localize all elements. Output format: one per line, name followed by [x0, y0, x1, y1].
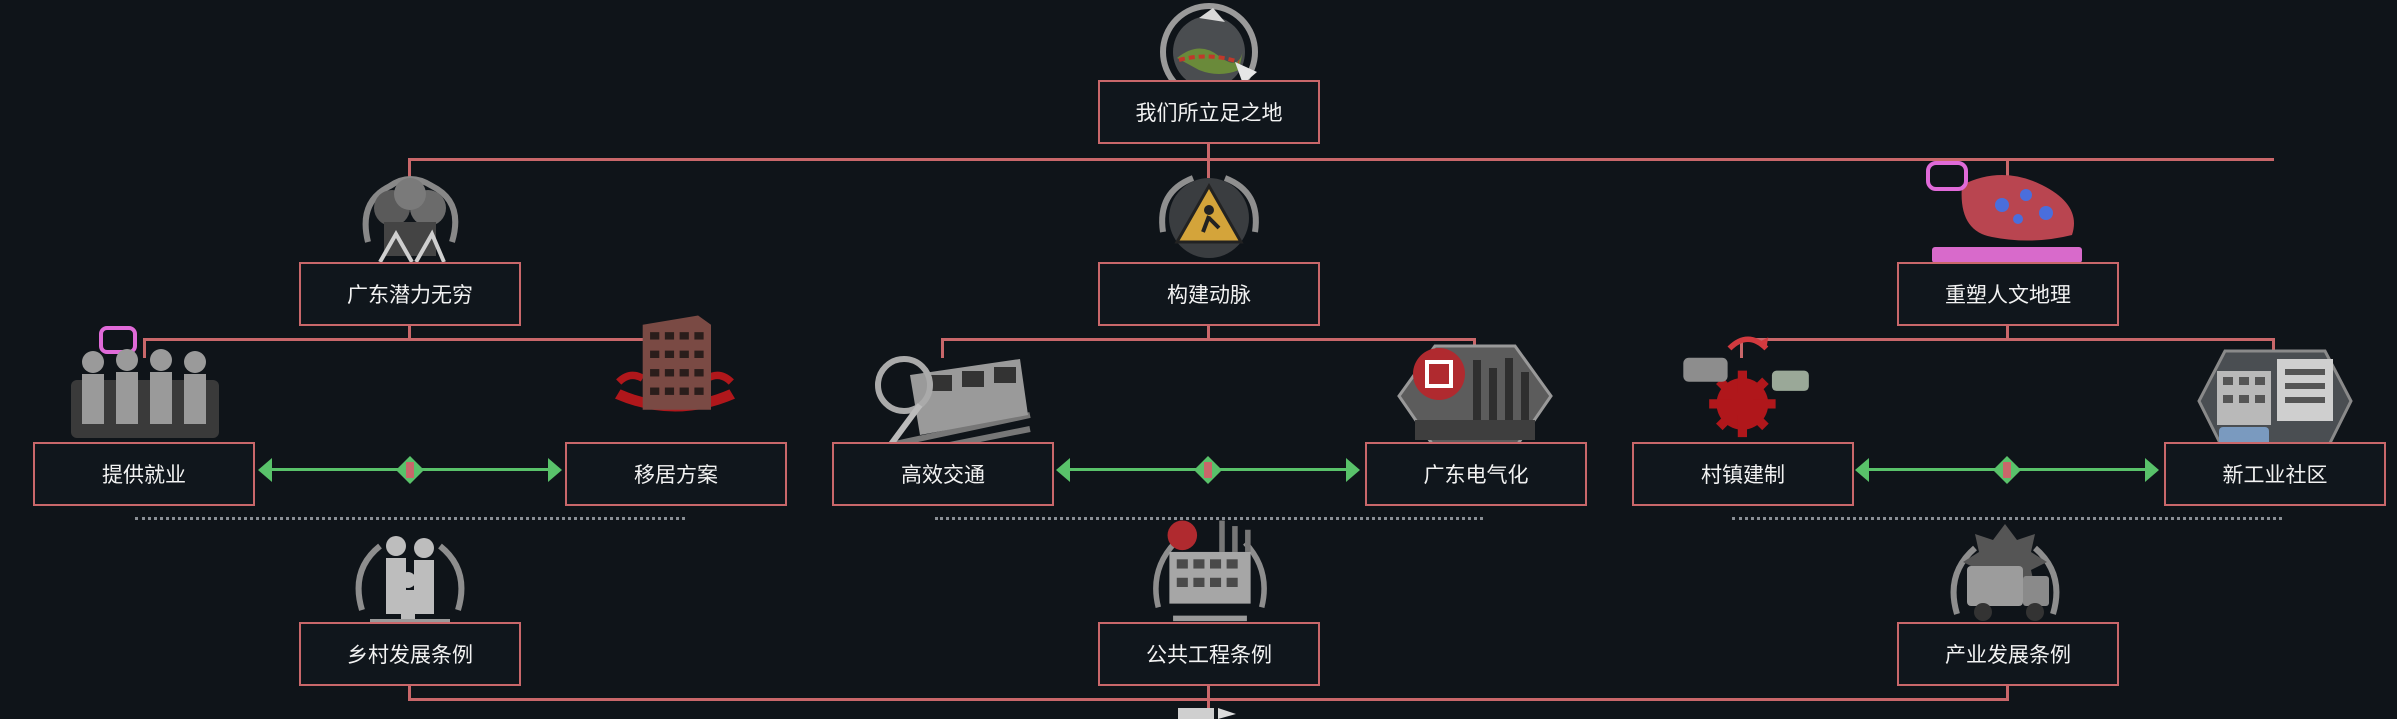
road-work-sign-icon: [1159, 175, 1259, 258]
focus-l1[interactable]: 广东潜力无穷: [299, 262, 521, 326]
focus-label: 新工业社区: [2222, 463, 2328, 487]
connector-line: [2006, 158, 2009, 178]
connector-line: [2272, 338, 2275, 358]
focus-township[interactable]: 村镇建制: [1632, 442, 1854, 506]
connector-line: [408, 158, 2274, 161]
public-works-icon: [1153, 520, 1267, 622]
focus-industry[interactable]: 产业发展条例: [1897, 622, 2119, 686]
connector-line: [408, 698, 2009, 701]
focus-label: 村镇建制: [1701, 463, 1785, 487]
focus-root[interactable]: 我们所立足之地: [1098, 80, 1320, 144]
focus-label: 广东电气化: [1423, 463, 1529, 487]
gears-cars-icon: [1683, 336, 1809, 438]
focus-public-works[interactable]: 公共工程条例: [1098, 622, 1320, 686]
focus-label: 提供就业: [102, 463, 186, 487]
industry-emblem-icon: [362, 176, 459, 263]
connector-line: [1207, 684, 1210, 719]
connector-line: [408, 324, 411, 340]
dotted-connector: [135, 517, 685, 520]
connector-line: [941, 338, 1475, 341]
focus-jobs[interactable]: 提供就业: [33, 442, 255, 506]
focus-label: 移居方案: [634, 463, 718, 487]
connector-line: [408, 158, 411, 178]
power-plant-icon: [1397, 344, 1553, 450]
factory-blocks-icon: [2197, 349, 2353, 455]
next-focus-icon: [1178, 708, 1236, 719]
focus-c1[interactable]: 构建动脉: [1098, 262, 1320, 326]
focus-relocation[interactable]: 移居方案: [565, 442, 787, 506]
connector-line: [2006, 324, 2009, 340]
focus-label: 公共工程条例: [1146, 643, 1272, 667]
dotted-connector: [935, 517, 1483, 520]
mutually-exclusive-icon: [258, 456, 562, 484]
focus-label: 乡村发展条例: [347, 643, 473, 667]
focus-label: 高效交通: [901, 463, 985, 487]
focus-transport[interactable]: 高效交通: [832, 442, 1054, 506]
focus-electrification[interactable]: 广东电气化: [1365, 442, 1587, 506]
connector-line: [1740, 338, 1743, 358]
workers-icon: [71, 326, 219, 438]
mutually-exclusive-icon: [1855, 456, 2159, 484]
neon-map-icon: [1926, 161, 2082, 263]
connector-line: [1207, 143, 1210, 161]
dotted-connector: [1732, 517, 2282, 520]
connector-line: [1207, 324, 1210, 340]
focus-label: 构建动脉: [1167, 283, 1251, 307]
train-icon: [875, 356, 1031, 458]
connector-line: [408, 684, 411, 700]
focus-label: 产业发展条例: [1945, 643, 2071, 667]
focus-label: 重塑人文地理: [1945, 283, 2071, 307]
mutually-exclusive-icon: [1056, 456, 1360, 484]
focus-industrial-community[interactable]: 新工业社区: [2164, 442, 2386, 506]
connector-line: [941, 338, 944, 358]
connector-line: [143, 338, 146, 358]
truck-wreath-icon: [1950, 524, 2060, 621]
connector-line: [2006, 684, 2009, 700]
focus-label: 广东潜力无穷: [347, 283, 473, 307]
apartment-building-icon: [615, 315, 735, 412]
focus-rural[interactable]: 乡村发展条例: [299, 622, 521, 686]
connector-line: [1740, 338, 2274, 341]
focus-label: 我们所立足之地: [1135, 101, 1283, 125]
connector-line: [1207, 158, 1210, 178]
connector-line: [143, 338, 675, 341]
focus-r1[interactable]: 重塑人文地理: [1897, 262, 2119, 326]
